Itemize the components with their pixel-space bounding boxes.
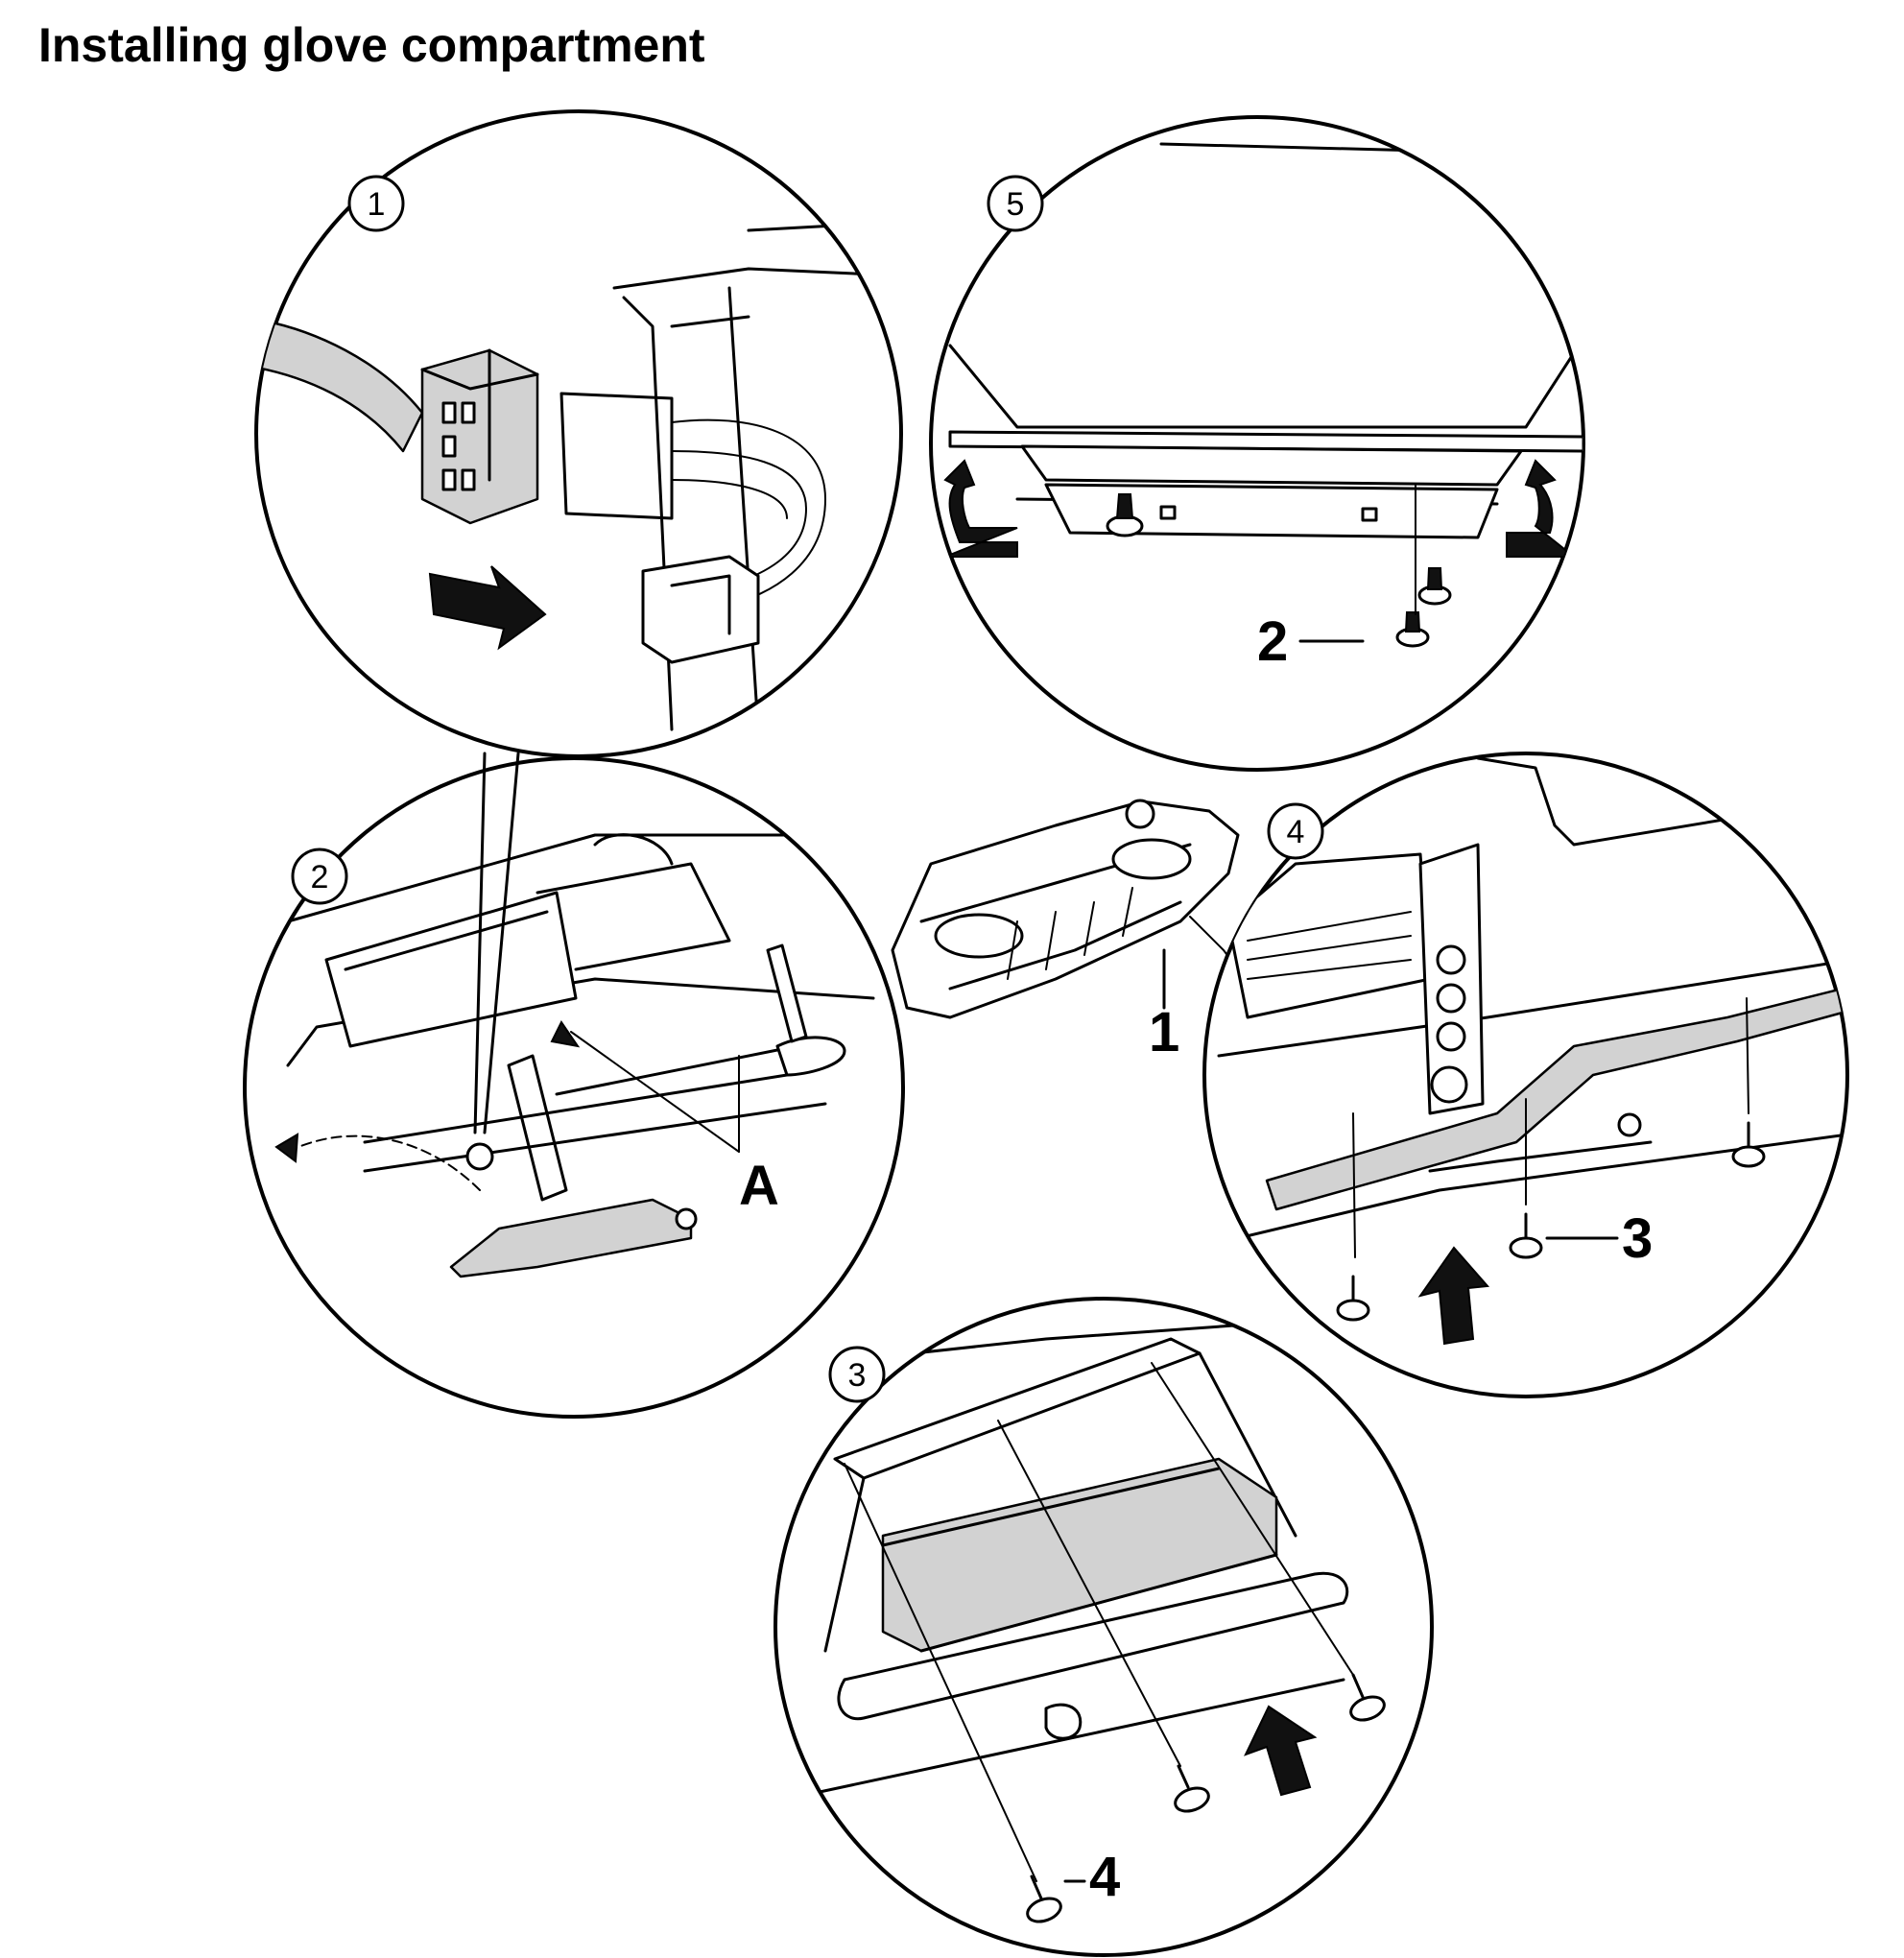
callout-part-4: 4 — [1089, 1846, 1120, 1908]
step-5-number: 5 — [1007, 186, 1025, 223]
step-3-detail: 3 4 — [774, 1297, 1434, 1957]
callout-part-2: 2 — [1257, 610, 1288, 673]
callout-part-3: 3 — [1622, 1207, 1653, 1270]
dashboard-overview: 1 — [891, 799, 1240, 1063]
step-4-number: 4 — [1287, 814, 1305, 850]
step-3-number: 3 — [848, 1357, 867, 1394]
page-title: Installing glove compartment — [38, 18, 705, 72]
step-1-detail: 1 — [254, 109, 903, 758]
step-1-number: 1 — [368, 186, 386, 223]
step-4-detail: 4 3 — [1202, 752, 1849, 1398]
callout-point-A: A — [739, 1155, 779, 1217]
step-2-detail: 2 A — [243, 756, 905, 1419]
step-2-number: 2 — [311, 859, 329, 895]
step-5-detail: 5 2 — [929, 115, 1585, 772]
callout-part-1: 1 — [1149, 1001, 1179, 1063]
connector-line-1-2 — [473, 752, 520, 1134]
